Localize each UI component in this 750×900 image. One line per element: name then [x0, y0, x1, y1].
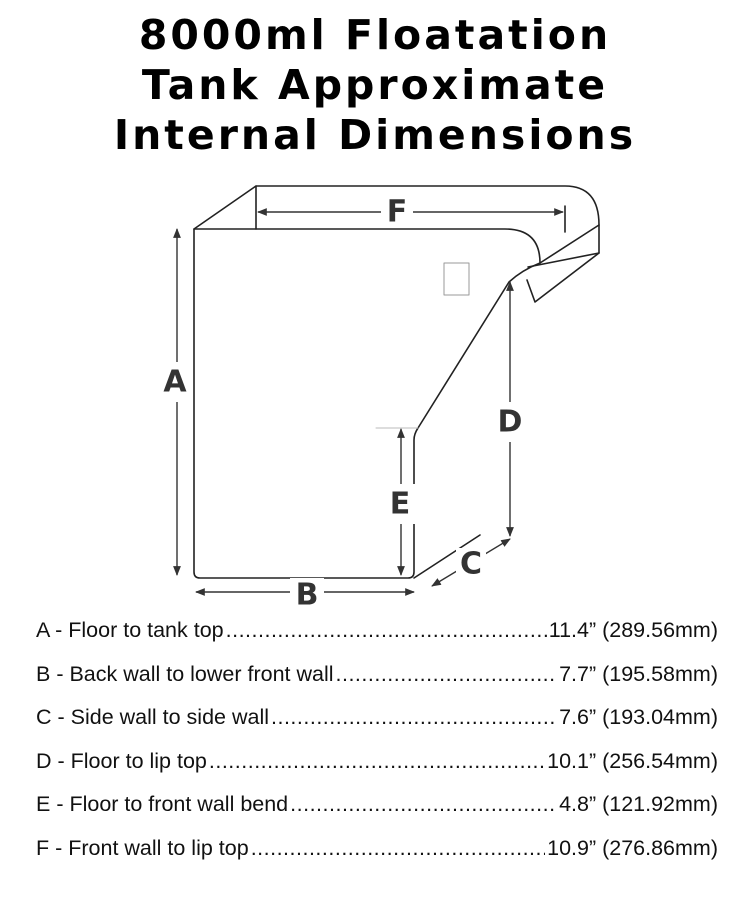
dimension-name: E - Floor to front wall bend: [36, 792, 289, 816]
title-line-2: Tank Approximate: [141, 61, 609, 109]
dimension-row-e: E - Floor to front wall bend 4.8” (121.9…: [36, 792, 718, 836]
dimension-list: A - Floor to tank top 11.4” (289.56mm) B…: [36, 618, 718, 879]
dimension-name: D - Floor to lip top: [36, 748, 207, 773]
dimension-name: F - Front wall to lip top: [36, 835, 249, 860]
dimension-name: A - Floor to tank top: [36, 618, 224, 642]
dimension-row-b: B - Back wall to lower front wall 7.7” (…: [36, 662, 718, 706]
tank-top-edge: [193, 185, 600, 254]
dimension-row-d: D - Floor to lip top 10.1” (256.54mm): [36, 749, 718, 793]
tank-front-face: [193, 228, 541, 579]
tank-window: [443, 262, 470, 296]
dimension-label-b: B: [296, 578, 319, 613]
dot-leader: [209, 749, 545, 774]
dimension-label-a: A: [163, 365, 187, 400]
dimension-value: 4.8” (121.92mm): [559, 792, 718, 816]
title-line-3: Internal Dimensions: [113, 111, 637, 159]
dimension-value: 10.9” (276.86mm): [547, 835, 718, 860]
dimension-value: 7.7” (195.58mm): [559, 661, 718, 686]
dimension-value: 11.4” (289.56mm): [548, 618, 718, 642]
dimension-value: 7.6” (193.04mm): [559, 705, 718, 729]
dimension-row-f: F - Front wall to lip top 10.9” (276.86m…: [36, 836, 718, 880]
dot-leader: [336, 662, 558, 687]
tank-inner-rim: [255, 185, 566, 233]
dimension-name: B - Back wall to lower front wall: [36, 661, 334, 686]
page-title: 8000ml Floatation Tank Approximate Inter…: [0, 10, 750, 160]
dot-leader: [271, 705, 557, 730]
dimension-label-c: C: [460, 547, 482, 582]
dot-leader: [226, 618, 547, 643]
dimension-row-a: A - Floor to tank top 11.4” (289.56mm): [36, 618, 718, 662]
dot-leader: [290, 792, 557, 817]
dimension-label-e: E: [390, 487, 411, 522]
dimension-row-c: C - Side wall to side wall 7.6” (193.04m…: [36, 705, 718, 749]
dot-leader: [251, 836, 545, 861]
title-line-1: 8000ml Floatation: [138, 11, 612, 59]
dimension-label-d: D: [498, 405, 523, 440]
dimension-label-f: F: [387, 195, 408, 230]
tank-lip-side: [526, 224, 600, 303]
dimension-name: C - Side wall to side wall: [36, 705, 270, 729]
dimension-value: 10.1” (256.54mm): [547, 748, 718, 773]
tank-outline: [193, 185, 600, 579]
